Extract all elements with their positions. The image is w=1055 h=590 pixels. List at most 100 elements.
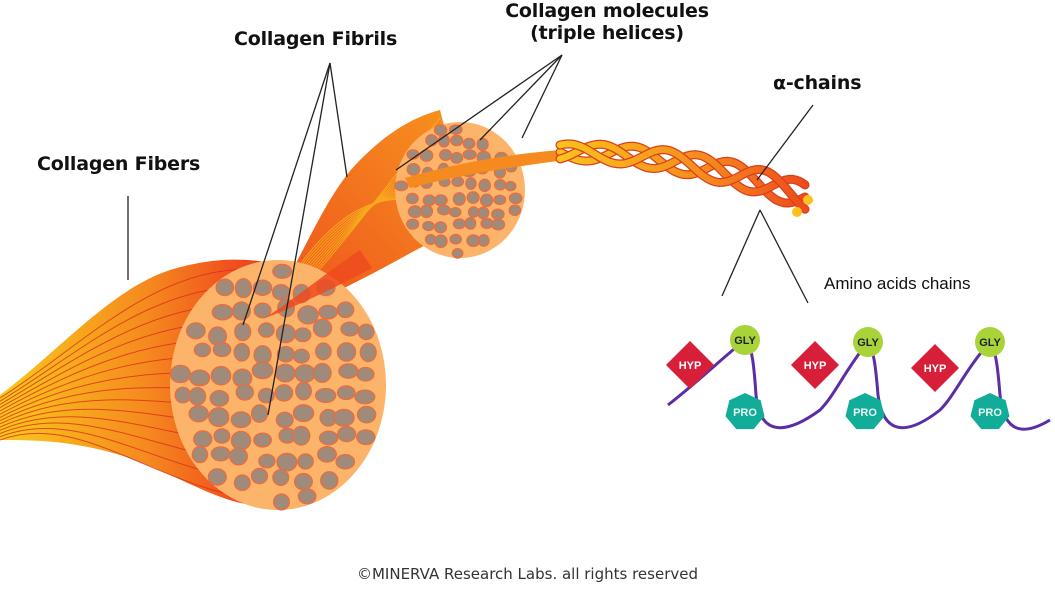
label-collagen-molecules-line2: (triple helices) [530, 22, 684, 44]
pointer-lines [127, 54, 814, 416]
pro-label: PRO [978, 407, 1002, 419]
pro-label: PRO [733, 407, 757, 419]
fibril-dot [292, 348, 310, 364]
label-collagen-molecules-line1: Collagen molecules [505, 0, 709, 22]
fibril-dot [320, 471, 339, 490]
fibril-dot [212, 341, 232, 358]
fibril-dot [293, 472, 313, 491]
hyp-label: HYP [679, 360, 702, 372]
hyp-residue [910, 343, 960, 393]
fibril-dot [434, 221, 448, 234]
fibril-dot [297, 488, 317, 505]
fibril-dot [210, 365, 232, 386]
fibril-dot [235, 383, 254, 401]
fibril-dot [271, 283, 291, 301]
fibril-dot [210, 446, 231, 462]
gly-residue [853, 327, 883, 357]
fibril-dot [406, 218, 420, 230]
fibril-dot [272, 493, 291, 511]
fibril-dot [494, 179, 507, 191]
fibril-dot [213, 428, 231, 444]
fibril-dot [451, 176, 465, 187]
fibril-dot [337, 425, 357, 443]
fibril-dot [439, 149, 453, 162]
fibril-dot [356, 405, 377, 424]
fibril-dot [451, 247, 464, 259]
fibril-dot [297, 453, 314, 470]
fibril-cross-section [393, 122, 525, 259]
fibril-dot [462, 149, 477, 160]
fibril-dot [336, 385, 356, 401]
fiber-strand [0, 268, 263, 399]
label-amino-acids-chains: Amino acids chains [824, 274, 971, 293]
fibril-dot [422, 194, 436, 207]
fibril-dot [354, 389, 376, 405]
fibril-dot [295, 381, 312, 401]
fibril-dot [312, 362, 332, 383]
fibril-dot [336, 342, 357, 362]
fibril-dot [252, 279, 273, 296]
gly-label: GLY [734, 335, 756, 347]
fibril-dot [318, 304, 338, 320]
fibril-dot [318, 430, 339, 446]
fibril-dot [234, 322, 252, 342]
fibril-dot [335, 454, 356, 470]
fibril-dot [504, 180, 517, 192]
label-collagen-molecules: Collagen molecules (triple helices) [497, 0, 717, 44]
fibril-dot [436, 204, 451, 216]
fibril-dot [258, 453, 276, 469]
fibril-dot [275, 363, 296, 383]
fibril-dot [209, 390, 230, 407]
fibril-dot [357, 323, 375, 341]
fibril-dot [188, 405, 209, 423]
fibril-dot [253, 302, 272, 319]
fibril-dot [477, 234, 490, 247]
fibril-dot [340, 321, 360, 337]
fibril-dot [312, 318, 333, 338]
fibril-dot [476, 137, 489, 152]
fibril-dot [464, 216, 477, 230]
fibril-dot [465, 177, 477, 190]
fibril-dot [356, 429, 376, 446]
copyright-footer: ©MINERVA Research Labs. all rights reser… [356, 565, 698, 583]
fibril-dot [359, 342, 377, 363]
fibril-dot [292, 404, 315, 423]
fibril-dot [274, 384, 294, 402]
fibril-dot [174, 386, 192, 404]
fibril-dot [406, 162, 421, 176]
fibril-dot [272, 469, 290, 487]
fibril-dot [191, 445, 209, 464]
fibril-dot [314, 387, 337, 404]
fibril-dot [258, 322, 275, 338]
fibril-dot [480, 217, 494, 229]
fibril-dot [234, 278, 253, 299]
fibril-dot [188, 386, 207, 406]
label-collagen-fibrils: Collagen Fibrils [234, 28, 398, 50]
fibril-dot [479, 193, 494, 208]
fibril-dot [433, 124, 448, 136]
fiber-strand [0, 432, 263, 501]
hyp-residue [790, 340, 840, 390]
fibril-dot [229, 447, 248, 466]
fibril-dot [250, 404, 269, 423]
fibril-dot [449, 207, 462, 218]
fibril-dot [450, 134, 464, 147]
fibril-dot [169, 364, 192, 384]
pro-residue [845, 393, 885, 430]
fibril-dot [230, 411, 252, 429]
fiber-cross-section [169, 250, 386, 511]
fibril-dot [251, 361, 274, 380]
fibril-dot [233, 342, 251, 362]
pro-residue [970, 393, 1010, 430]
fibril-dot [419, 204, 434, 219]
fibril-dot [233, 474, 251, 492]
fibril-dot [434, 234, 448, 249]
fibril-dot [466, 191, 480, 204]
fibril-dot [419, 149, 434, 162]
fibril-dot [405, 192, 419, 205]
fibril-dot [452, 192, 466, 206]
fibril-dot [338, 363, 359, 379]
fibril-dot [193, 430, 213, 448]
